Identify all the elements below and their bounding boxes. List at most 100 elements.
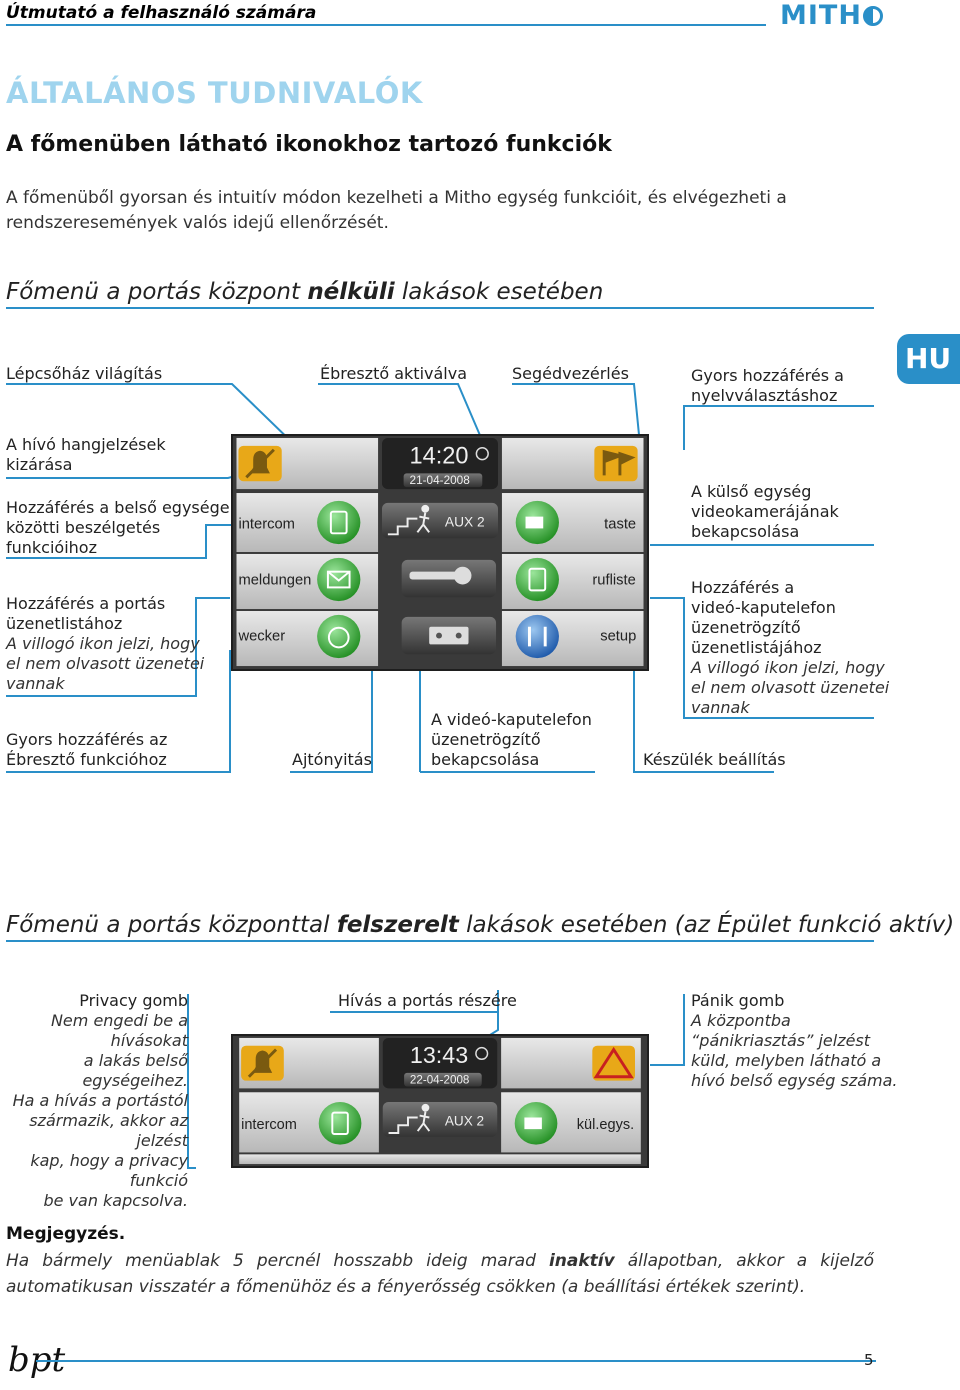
stair-aux-panel[interactable] [381, 502, 499, 539]
menu1-heading-underline [6, 307, 874, 309]
label-camera-line2: videokamerájának [691, 502, 839, 521]
label-privacy-note4: származik, akkor az jelzést [29, 1111, 188, 1150]
logo-text: MITH [780, 0, 862, 31]
note-text-pre: Ha bármely menüablak 5 percnél hosszabb … [6, 1251, 549, 1271]
label-lang-quick-line2: nyelvválasztáshoz [691, 386, 838, 405]
label-privacy-note2: a lakás belső egységeihez. [82, 1051, 188, 1090]
menu2-heading-pre: Főmenü a portás központtal [6, 912, 337, 938]
logo-o-icon [862, 6, 883, 26]
bell-mute-icon[interactable] [238, 445, 282, 482]
label-panic-title: Pánik gomb [691, 991, 785, 1010]
privacy-bell-icon[interactable] [241, 1045, 284, 1081]
setup-button[interactable] [515, 614, 559, 659]
intercom-label: intercom [238, 516, 295, 532]
building-menu-screen: 13:43 22-04-2008 AUX 2 intercom kül.egys… [231, 1034, 649, 1168]
clock2-time: 13:43 [410, 1042, 468, 1068]
label-vmsg-line4: üzenetlistájához [691, 638, 822, 657]
label-call-porter: Hívás a portás részére [338, 991, 517, 1010]
label-panic-note4: hívó belső egység száma. [691, 1071, 898, 1090]
stair-walker-icon [387, 504, 430, 536]
intercom2-button[interactable] [318, 1101, 362, 1145]
camera-icon [525, 516, 544, 529]
note-text-emphasis: inaktív [548, 1251, 615, 1271]
label-intercom-line3: funkcióihoz [6, 538, 97, 557]
alarm-clock-icon [327, 626, 350, 649]
label-porter-line2: üzenetlistához [6, 614, 123, 633]
menu1-heading-pre: Főmenü a portás központ [6, 279, 308, 305]
label-vmsg-line2: videó-kaputelefon [691, 598, 836, 617]
key-icon [409, 571, 469, 580]
setup-label: setup [600, 628, 636, 644]
menu2-heading-emphasis: felszerelt [336, 912, 459, 938]
page-number: 5 [864, 1351, 874, 1369]
note-title: Megjegyzés. [6, 1224, 126, 1244]
label-porter-note1: A villogó ikon jelzi, hogy [6, 634, 200, 653]
page-subtitle: A főmenüben látható ikonokhoz tartozó fu… [6, 132, 612, 157]
label-recorder-line2: üzenetrögzítő [431, 730, 541, 749]
label-privacy-note5: kap, hogy a privacy funkció [30, 1151, 188, 1190]
panic-warning-icon[interactable] [592, 1045, 635, 1081]
label-intercom-line2: közötti beszélgetés [6, 518, 161, 537]
label-mute-line1: A hívó hangjelzések [6, 435, 166, 454]
mitho-logo: MITH [780, 0, 883, 31]
flags-icon[interactable] [594, 445, 638, 482]
main-menu-screen: 14:20 21-04-2008 AUX 2 intercom taste me… [231, 434, 649, 671]
intercom-phone-icon [329, 510, 348, 535]
alarm2-active-icon [475, 1046, 489, 1061]
alarm-clock-button[interactable] [317, 614, 361, 659]
kul-egys-label: kül.egys. [577, 1117, 634, 1133]
label-settings: Készülék beállítás [643, 750, 786, 769]
clock2-date: 22-04-2008 [410, 1074, 469, 1087]
clock-time: 14:20 [410, 443, 469, 469]
intro-paragraph: A főmenüből gyorsan és intuitív módon ke… [6, 188, 787, 233]
label-panic-note3: küld, melyben látható a [691, 1051, 882, 1070]
label-vmsg-note2: el nem olvasott üzenetei [691, 678, 890, 697]
menu2-heading-underline [6, 940, 874, 942]
stair-aux2-panel[interactable] [382, 1101, 498, 1137]
menu1-heading: Főmenü a portás központ nélküli lakások … [6, 279, 603, 305]
label-vmsg-note1: A villogó ikon jelzi, hogy [691, 658, 885, 677]
porter-phone-icon [524, 1117, 542, 1130]
intercom-button[interactable] [317, 500, 361, 545]
alarm-active-icon [475, 447, 489, 461]
label-mute-line2: kizárása [6, 455, 73, 474]
meldungen-label: meldungen [238, 572, 311, 588]
aux2-label: AUX 2 [445, 1113, 484, 1128]
label-vmsg-note3: vannak [691, 698, 750, 717]
label-privacy-note1: Nem engedi be a hívásokat [50, 1011, 188, 1050]
header-divider [6, 24, 766, 26]
label-door-open: Ajtónyitás [292, 750, 372, 769]
tile2-bottom [239, 1154, 641, 1165]
date2-pill [404, 1072, 482, 1087]
label-porter-line1: Hozzáférés a portás [6, 594, 166, 613]
label-vmsg-line3: üzenetrögzítő [691, 618, 801, 637]
clock-date: 21-04-2008 [410, 474, 471, 487]
label-porter-note3: vannak [6, 674, 65, 693]
document-header-title: Útmutató a felhasználó számára [6, 3, 317, 23]
menu2-heading-post: lakások esetében (az Épület funkció aktí… [458, 912, 955, 938]
aux-label: AUX 2 [445, 514, 485, 529]
stair-walker2-icon [388, 1103, 431, 1134]
label-recorder-line1: A videó-kaputelefon [431, 710, 592, 729]
label-panic-note1: A központba [691, 1011, 791, 1030]
label-alarm-quick-line1: Gyors hozzáférés az [6, 730, 168, 749]
video-messages-button[interactable] [515, 557, 559, 602]
label-privacy-note6: be van kapcsolva. [43, 1191, 188, 1210]
label-porter-note2: el nem olvasott üzenetei [6, 654, 205, 673]
label-stair-light: Lépcsőház világítás [6, 364, 163, 383]
section-title: ÁLTALÁNOS TUDNIVALÓK [6, 76, 423, 110]
label-privacy-title: Privacy gomb [79, 991, 188, 1010]
label-privacy-note3: Ha a hívás a portástól [12, 1091, 188, 1110]
label-alarm-quick-line2: Ébresztő funkcióhoz [6, 750, 167, 769]
wecker-label: wecker [237, 628, 285, 644]
menu1-heading-emphasis: nélküli [307, 279, 395, 305]
